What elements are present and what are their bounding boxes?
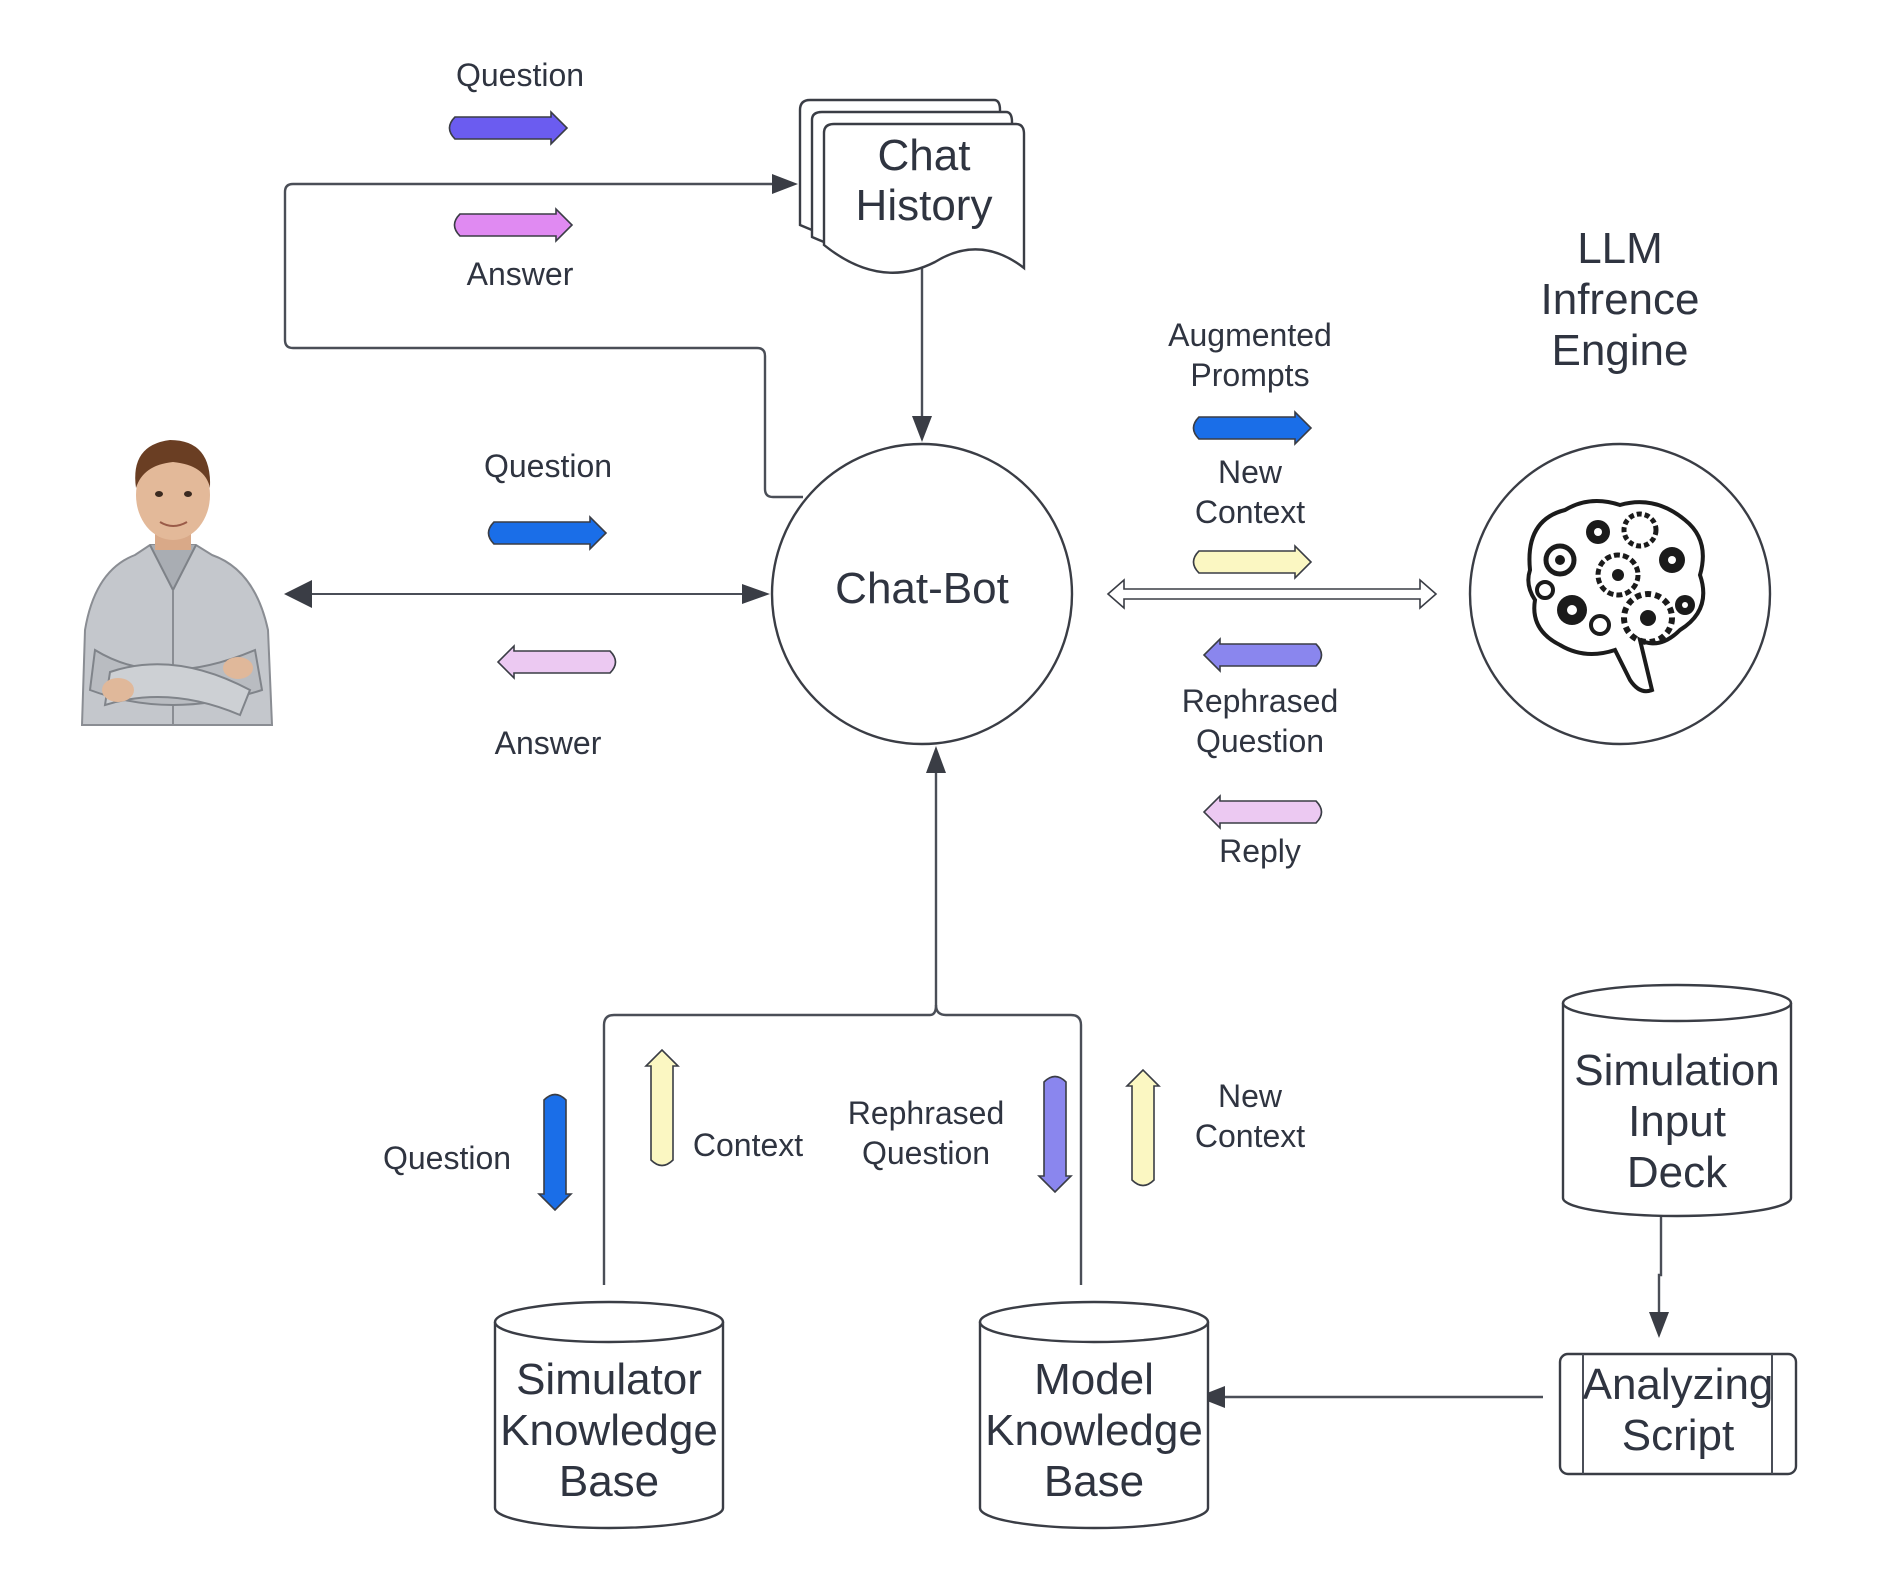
reply-arrow bbox=[1202, 794, 1323, 830]
simulation-deck-line2: Input bbox=[1628, 1097, 1726, 1146]
simulator-kb-line3: Base bbox=[559, 1457, 659, 1506]
top-question-arrow bbox=[448, 110, 569, 146]
new-context-line1: New bbox=[1218, 454, 1283, 490]
chat-history-document[interactable]: Chat History bbox=[798, 98, 1026, 274]
history-to-bot-arrowhead bbox=[912, 416, 932, 442]
deck-to-script-connector bbox=[1657, 1208, 1663, 1318]
llm-label-line3: Engine bbox=[1551, 326, 1688, 375]
bottom-rephrased-arrow bbox=[1037, 1075, 1073, 1194]
user-question-label: Question bbox=[484, 448, 612, 484]
brain-gears-icon bbox=[1526, 499, 1706, 694]
llm-label-line2: Infrence bbox=[1541, 275, 1700, 324]
history-loop-connector bbox=[283, 182, 803, 499]
bottom-new-context-line2: Context bbox=[1195, 1118, 1305, 1154]
bottom-question-arrow bbox=[537, 1093, 573, 1212]
user-person-illustration[interactable] bbox=[80, 440, 274, 726]
chat-bot-node[interactable]: Chat-Bot bbox=[770, 442, 1074, 746]
bot-llm-double-arrow bbox=[1106, 578, 1438, 610]
top-question-label: Question bbox=[456, 57, 584, 93]
user-question-arrow bbox=[487, 515, 608, 551]
bottom-rephrased-line2: Question bbox=[862, 1135, 990, 1171]
kb-to-bot-arrowhead bbox=[926, 746, 946, 773]
analyzing-script-line1: Analyzing bbox=[1583, 1360, 1774, 1409]
augmented-prompts-line2: Prompts bbox=[1190, 357, 1309, 393]
rephrased-question-line1: Rephrased bbox=[1182, 683, 1339, 719]
model-knowledge-base-cylinder[interactable]: Model Knowledge Base bbox=[978, 1300, 1210, 1530]
chat-bot-label: Chat-Bot bbox=[835, 564, 1009, 613]
user-answer-arrow bbox=[496, 644, 617, 680]
rephrased-question-line2: Question bbox=[1196, 723, 1324, 759]
history-loop-arrowhead bbox=[772, 174, 798, 194]
simulator-kb-line1: Simulator bbox=[516, 1355, 702, 1404]
kb-to-bot-connector bbox=[602, 768, 938, 1285]
simulation-input-deck-cylinder[interactable]: Simulation Input Deck bbox=[1561, 983, 1793, 1218]
deck-to-script-arrowhead bbox=[1649, 1312, 1669, 1338]
augmented-prompts-line1: Augmented bbox=[1168, 317, 1332, 353]
simulator-kb-line2: Knowledge bbox=[500, 1406, 718, 1455]
bottom-context-label: Context bbox=[693, 1127, 803, 1163]
rephrased-question-arrow bbox=[1202, 637, 1323, 673]
model-kb-line3: Base bbox=[1044, 1457, 1144, 1506]
bot-side-arrowhead bbox=[742, 584, 770, 604]
bottom-question-label: Question bbox=[383, 1140, 511, 1176]
chat-history-label-line1: Chat bbox=[878, 131, 971, 180]
script-to-kb-arrowhead bbox=[1197, 1386, 1225, 1408]
chat-history-label-line2: History bbox=[856, 181, 993, 230]
flow-arrows-group bbox=[448, 110, 1323, 1212]
reply-label: Reply bbox=[1219, 833, 1301, 869]
bottom-new-context-arrow bbox=[1125, 1068, 1161, 1187]
top-answer-label: Answer bbox=[467, 256, 574, 292]
llm-label-line1: LLM bbox=[1577, 224, 1663, 273]
llm-inference-node[interactable] bbox=[1468, 442, 1772, 746]
new-context-line2: Context bbox=[1195, 494, 1305, 530]
new-context-arrow bbox=[1192, 544, 1313, 580]
analyzing-script-process[interactable]: Analyzing Script bbox=[1558, 1352, 1798, 1476]
user-side-arrowhead bbox=[284, 580, 312, 608]
top-answer-arrow bbox=[453, 207, 574, 243]
analyzing-script-line2: Script bbox=[1622, 1411, 1734, 1460]
bottom-context-arrow bbox=[644, 1048, 680, 1167]
simulation-deck-line1: Simulation bbox=[1574, 1046, 1779, 1095]
simulation-deck-line3: Deck bbox=[1627, 1148, 1728, 1197]
bottom-rephrased-line1: Rephrased bbox=[848, 1095, 1005, 1131]
bottom-new-context-line1: New bbox=[1218, 1078, 1283, 1114]
model-kb-line2: Knowledge bbox=[985, 1406, 1203, 1455]
model-kb-to-bot-connector bbox=[934, 1004, 1083, 1285]
augmented-prompts-arrow bbox=[1192, 410, 1313, 446]
simulator-knowledge-base-cylinder[interactable]: Simulator Knowledge Base bbox=[493, 1300, 725, 1530]
model-kb-line1: Model bbox=[1034, 1355, 1154, 1404]
user-answer-label: Answer bbox=[495, 725, 602, 761]
